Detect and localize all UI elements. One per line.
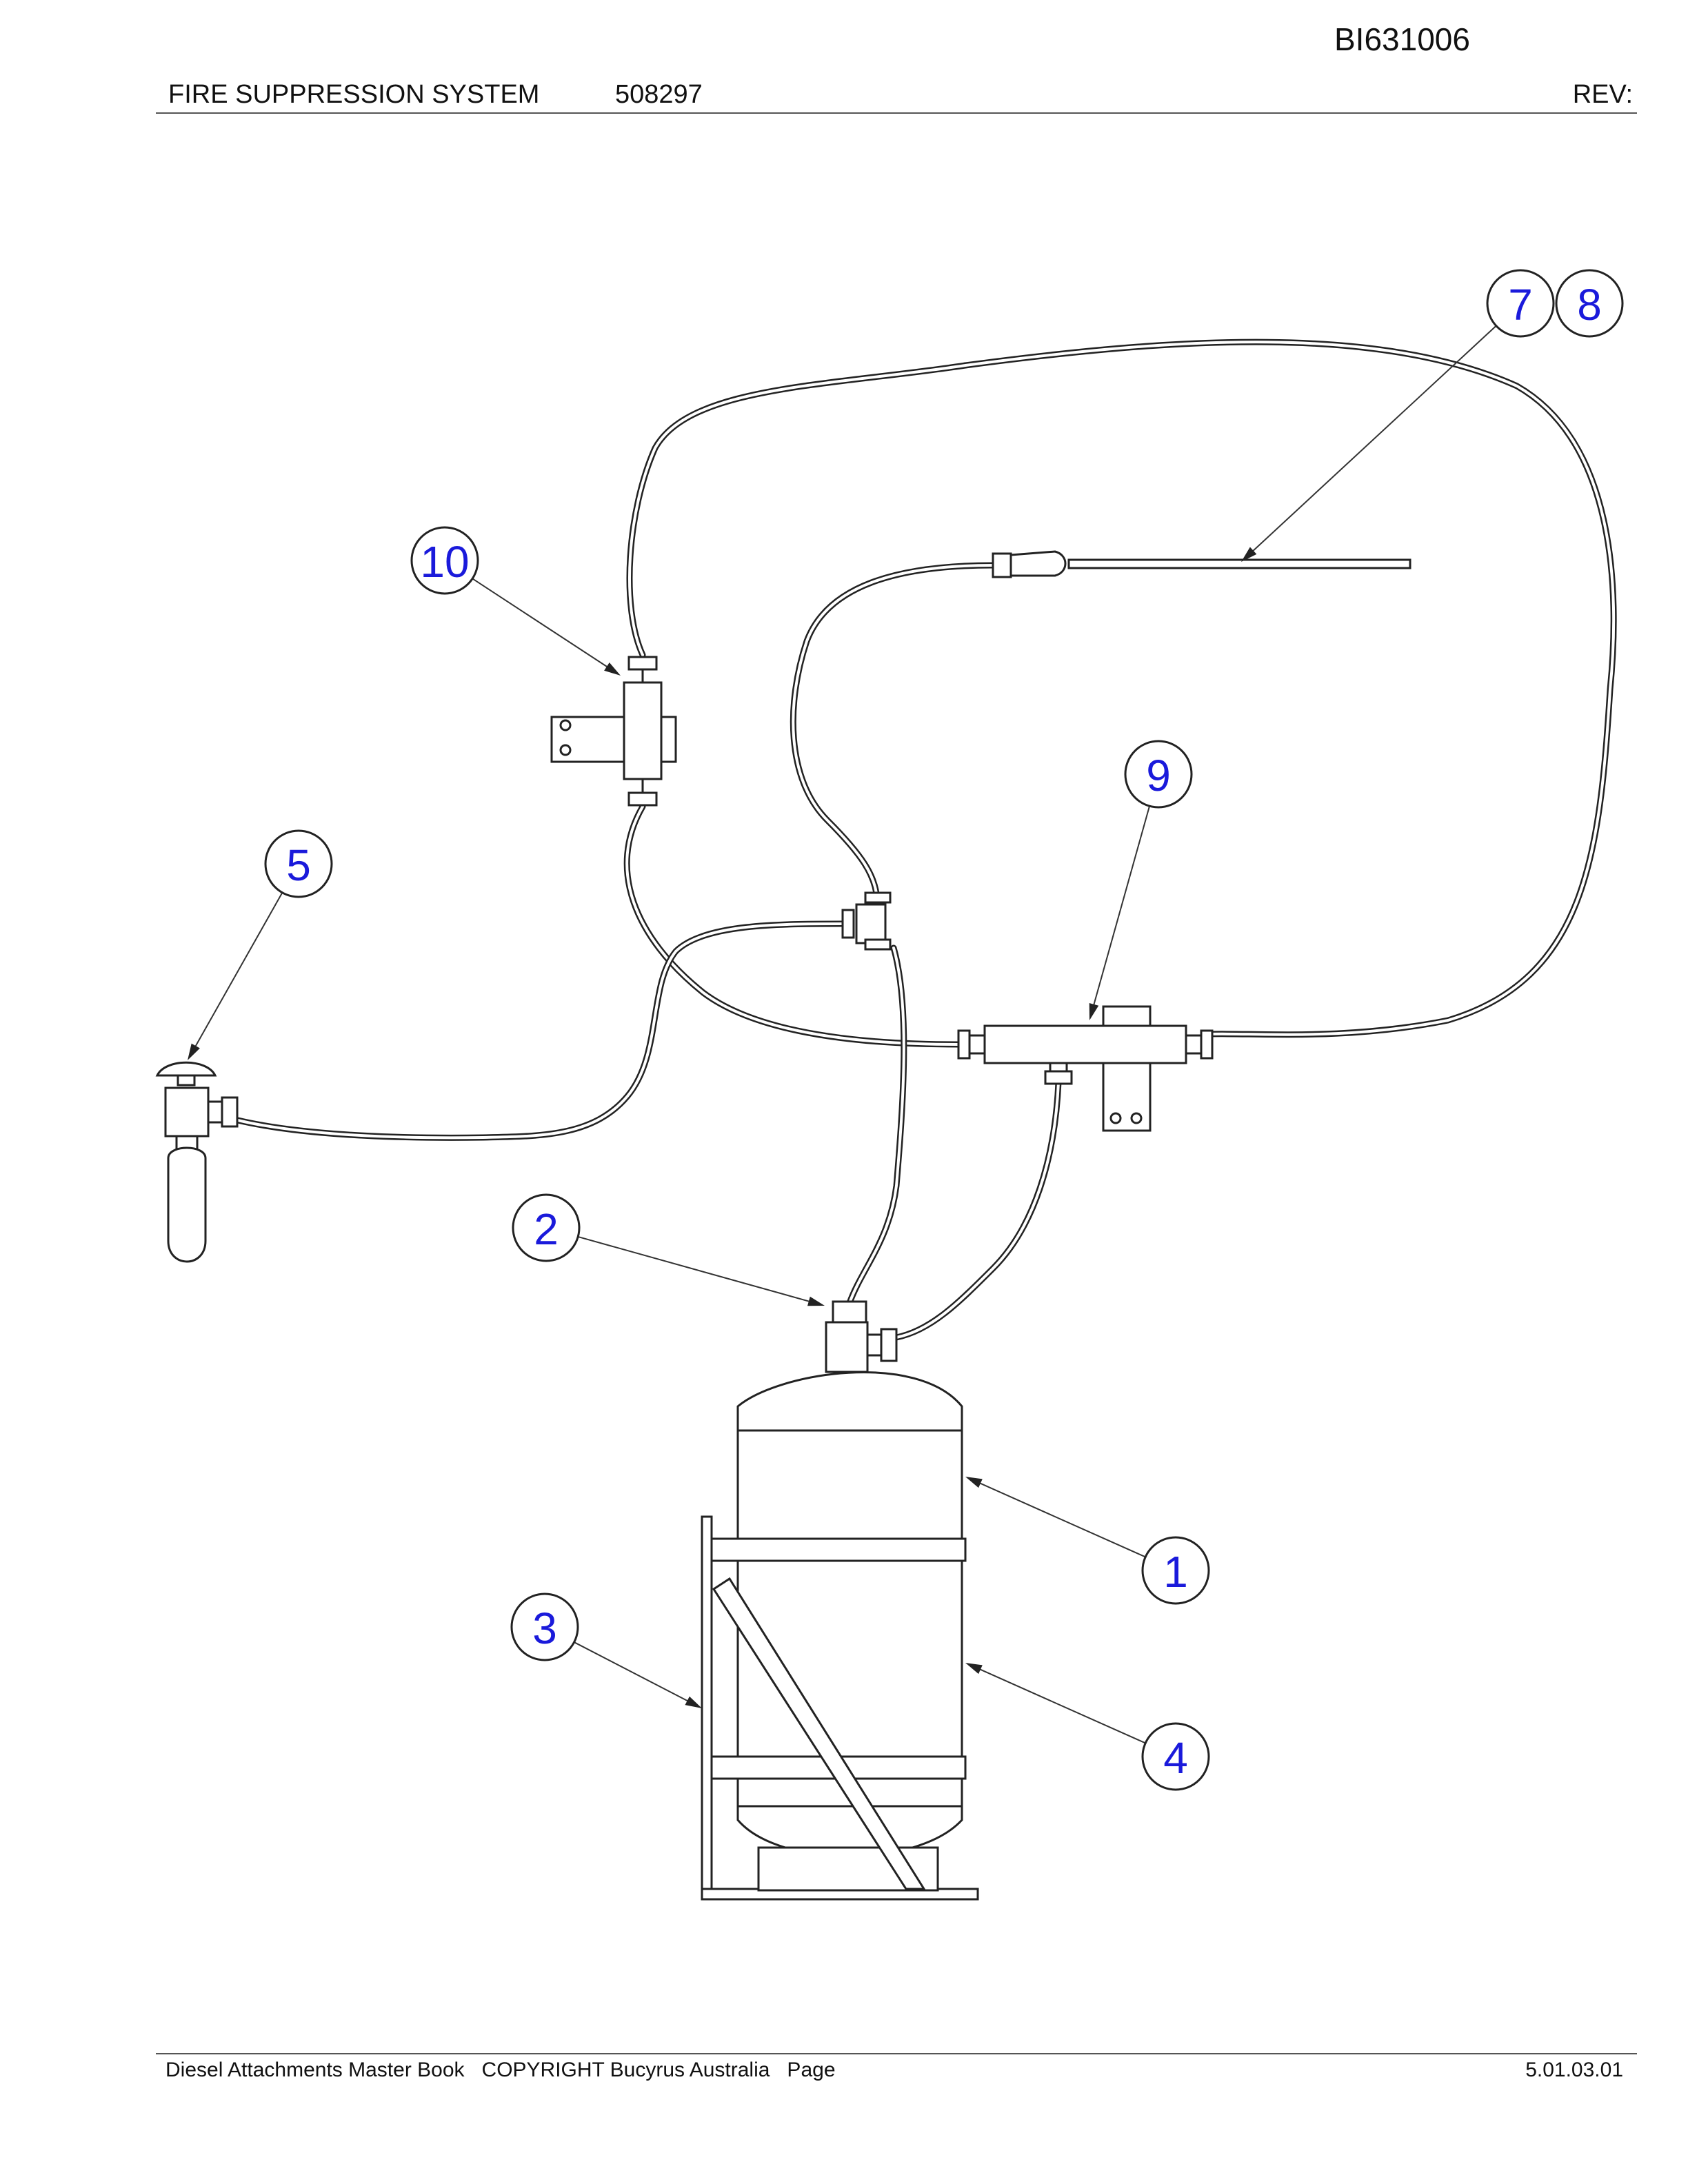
manual-actuator-assembly: [155, 1061, 239, 1263]
part-number: 508297: [615, 80, 703, 109]
check-valve-assembly: [550, 656, 677, 807]
callout-label-3: 3: [532, 1604, 557, 1653]
manifold-assembly: [957, 1005, 1214, 1132]
manifold-bottom-nut: [1044, 1070, 1073, 1085]
tee-bottom-nut: [864, 938, 892, 951]
callout-balloon-8: [1555, 269, 1624, 338]
leader-arrowhead-3: [685, 1696, 702, 1708]
callout-label-4: 4: [1163, 1733, 1188, 1783]
leader-arrowhead-4: [965, 1663, 983, 1675]
leader-line-3: [574, 1641, 692, 1703]
callout-label-10: 10: [420, 537, 469, 587]
tee-fitting: [841, 891, 892, 951]
check-valve-body: [623, 681, 663, 780]
leader-line-5: [192, 892, 283, 1050]
callout-balloon-9: [1124, 740, 1193, 809]
cylinder-valve: [825, 1300, 898, 1373]
mounting-frame: [701, 1515, 979, 1901]
callout-balloon-5: [264, 829, 333, 898]
callout-balloon-3: [510, 1593, 579, 1661]
tee-body: [855, 903, 887, 944]
manifold-right-nut: [1200, 1029, 1214, 1060]
callout-balloon-10: [410, 526, 479, 595]
nozzle-fitting: [992, 552, 1012, 578]
valve-cap: [832, 1300, 867, 1324]
leader-arrowhead-1: [965, 1477, 983, 1488]
nozzle-body: [1009, 550, 1067, 577]
manifold-bracket-top: [1102, 1005, 1152, 1027]
check-valve-top-nut: [627, 656, 658, 671]
callout-balloon-4: [1141, 1722, 1210, 1791]
actuator-body: [164, 1086, 210, 1138]
leader-arrowhead-2: [807, 1296, 825, 1306]
hose-9-to-valve: [893, 1079, 1062, 1341]
hose-tee-to-actuator: [234, 920, 846, 1141]
callout-label-2: 2: [534, 1204, 559, 1254]
hose-network: [234, 338, 1617, 1341]
callout-balloon-2: [512, 1193, 581, 1262]
document-id: BI631006: [1334, 21, 1470, 57]
leader-line-10: [472, 578, 611, 669]
footer-book-title: Diesel Attachments Master Book COPYRIGHT…: [165, 2059, 836, 2081]
callout-label-5: 5: [286, 840, 311, 890]
footer-page-number: 5.01.03.01: [1525, 2059, 1623, 2081]
nozzle-tube: [1067, 558, 1411, 569]
actuator-knob: [155, 1061, 217, 1077]
document-title: FIRE SUPPRESSION SYSTEM: [168, 80, 540, 109]
leader-line-7: [1249, 325, 1497, 554]
leader-line-4: [976, 1667, 1146, 1744]
tee-top-nut: [864, 891, 892, 904]
retaining-band-upper: [710, 1537, 967, 1562]
manifold-left-nut: [957, 1029, 971, 1060]
actuator-cartridge: [167, 1146, 207, 1263]
leader-line-2: [577, 1235, 813, 1304]
leader-arrowhead-9: [1089, 1003, 1099, 1020]
frame-diagonal-brace: [712, 1577, 926, 1890]
callout-label-1: 1: [1163, 1547, 1188, 1597]
callout-balloon-7: [1486, 269, 1555, 338]
valve-outlet-nut: [880, 1328, 898, 1362]
revision-label: REV:: [1572, 80, 1633, 109]
manifold-body: [983, 1024, 1187, 1064]
callout-label-9: 9: [1146, 751, 1171, 800]
actuator-outlet-nut: [221, 1096, 239, 1128]
valve-body: [825, 1321, 869, 1373]
header-rule: [156, 112, 1637, 114]
leader-arrowhead-10: [604, 662, 621, 676]
hose-main-loop: [626, 338, 1617, 1038]
frame-upright: [701, 1515, 713, 1901]
callout-label-8: 8: [1577, 280, 1602, 330]
leader-arrowhead-5: [188, 1043, 200, 1060]
extinguisher-cylinder: [710, 1371, 967, 1892]
callout-label-7: 7: [1508, 280, 1533, 330]
footer-rule: [156, 2053, 1637, 2054]
check-valve-bottom-nut: [627, 791, 658, 807]
leader-line-9: [1092, 805, 1151, 1009]
callout-balloon-1: [1141, 1536, 1210, 1605]
nozzle-assembly: [992, 550, 1411, 578]
leader-arrowhead-7: [1241, 547, 1257, 562]
leader-line-1: [976, 1481, 1146, 1558]
tee-left-nut: [841, 909, 855, 939]
